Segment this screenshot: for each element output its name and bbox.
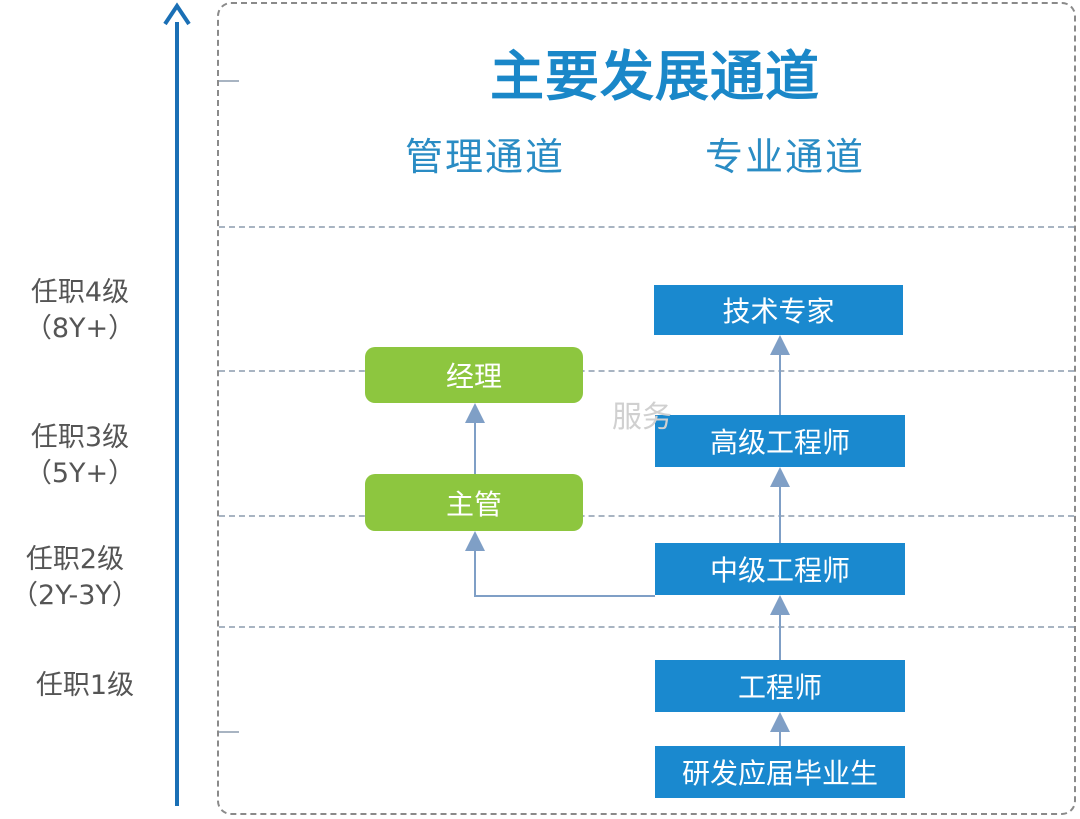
diagram-frame [217, 2, 1076, 815]
role-box-mid-engineer: 中级工程师 [655, 543, 905, 595]
role-box-senior-engineer: 高级工程师 [655, 415, 905, 467]
divider-line [219, 515, 1074, 517]
role-label: 技术专家 [722, 295, 835, 328]
arrow-mid-to-supervisor [465, 531, 655, 597]
role-box-engineer: 工程师 [655, 660, 905, 712]
diagram-title: 主要发展通道 [490, 45, 820, 108]
level-label-3: 任职3级 （5Y+） [20, 420, 140, 492]
level-label-2: 任职2级 （2Y-3Y） [5, 542, 145, 614]
role-box-graduate: 研发应届毕业生 [655, 746, 905, 798]
role-label: 中级工程师 [709, 554, 850, 587]
professional-channel-label: 专业通道 [705, 135, 866, 179]
level-years: （8Y+） [24, 313, 136, 344]
tick-mark [219, 80, 239, 82]
role-label: 研发应届毕业生 [681, 757, 878, 790]
level-name: 任职1级 [35, 670, 135, 701]
role-label: 主管 [445, 487, 502, 521]
role-box-expert: 技术专家 [654, 285, 903, 335]
axis-arrow-icon [163, 2, 191, 26]
level-name: 任职4级 [30, 277, 130, 308]
level-name: 任职3级 [30, 422, 130, 453]
level-years: （2Y-3Y） [11, 580, 139, 611]
divider-line [219, 626, 1074, 628]
level-label-4: 任职4级 （8Y+） [20, 275, 140, 347]
level-years: （5Y+） [24, 458, 136, 489]
role-label: 工程师 [737, 671, 822, 704]
role-box-supervisor: 主管 [365, 474, 583, 531]
divider-line [219, 370, 1074, 372]
role-label: 经理 [445, 360, 502, 393]
level-name: 任职2级 [25, 544, 125, 575]
role-label: 高级工程师 [709, 426, 850, 459]
role-box-manager: 经理 [365, 347, 583, 403]
watermark: 服务 [612, 400, 672, 435]
tick-mark [219, 731, 239, 733]
management-channel-label: 管理通道 [405, 135, 566, 179]
divider-line [219, 226, 1074, 228]
level-label-1: 任职1级 [25, 668, 145, 704]
